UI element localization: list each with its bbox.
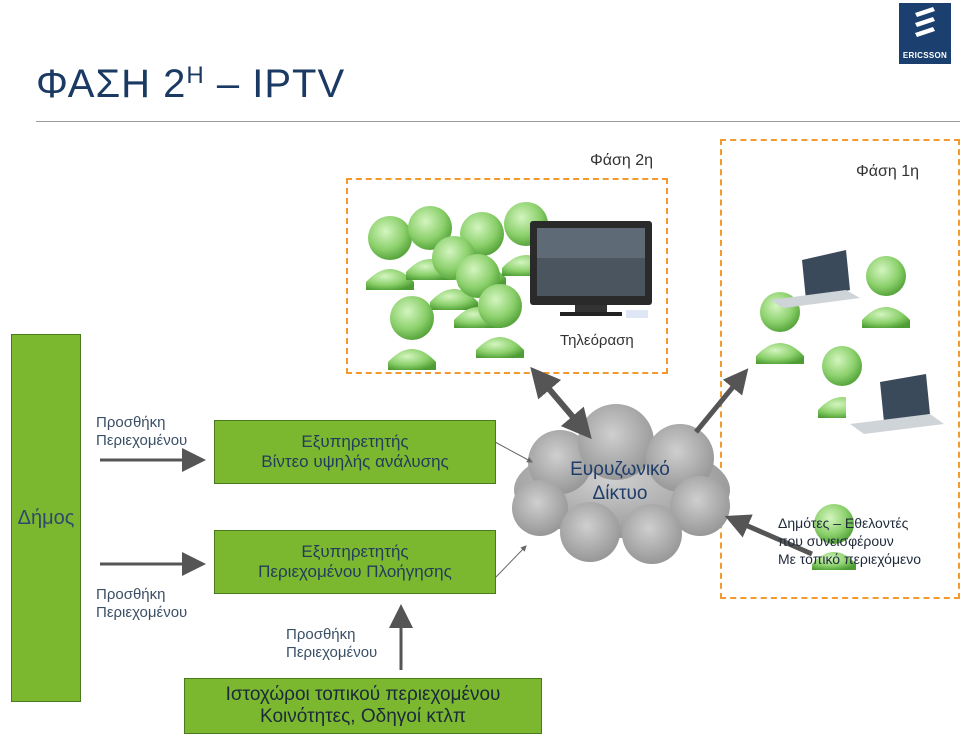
person-icon <box>366 216 414 290</box>
arrow-nav-to-net <box>494 545 527 579</box>
white-patch <box>846 394 872 420</box>
volunteers-text: Δημότες – Εθελοντές που συνεισφέρουν Με … <box>778 515 922 567</box>
phase2-region <box>346 178 668 374</box>
person-icon <box>388 296 436 370</box>
video-server-box: Εξυπηρετητής Βίντεο υψηλής ανάλυσης <box>214 420 496 484</box>
people-group-phase2 <box>366 202 550 370</box>
phase1-region <box>720 139 960 599</box>
arrow-volunteers-net <box>724 514 813 557</box>
municipality-label: Δήμος <box>17 506 75 529</box>
phase1-label: Φάση 1η <box>856 163 920 180</box>
arrow-video-to-net <box>494 441 533 463</box>
content-add-top: Προσθήκη Περιεχομένου <box>96 414 188 449</box>
content-add-bottom: Προσθήκη Περιεχομένου <box>96 586 188 621</box>
arrow-tv-net <box>530 366 592 440</box>
network-label: Ευρυζωνικό Δίκτυο <box>570 459 670 504</box>
arrow-net-phase1 <box>694 368 749 434</box>
ericsson-logo-icon <box>915 7 935 37</box>
television-icon <box>530 221 652 318</box>
local-sites-box: Ιστοχώροι τοπικού περιεχομένου Κοινότητε… <box>184 678 542 734</box>
phase2-label: Φάση 2η <box>590 152 654 169</box>
ericsson-logo: ERICSSON <box>899 3 951 64</box>
title-divider <box>36 121 960 122</box>
laptop-icon <box>770 250 860 308</box>
person-icon <box>476 284 524 358</box>
broadband-cloud <box>512 404 730 564</box>
person-icon <box>862 256 910 328</box>
logo-text: ERICSSON <box>902 51 948 60</box>
navigation-server-box: Εξυπηρετητής Περιεχομένου Πλοήγησης <box>214 530 496 594</box>
slide-title: ΦΑΣΗ 2Η – IPTV <box>36 62 346 106</box>
municipality-box: Δήμος <box>11 334 81 702</box>
person-icon <box>812 504 856 570</box>
content-add-sites: Προσθήκη Περιεχομένου <box>286 626 378 661</box>
laptop-icon <box>850 374 944 434</box>
tv-label: Τηλεόραση <box>560 332 634 349</box>
people-group-phase1 <box>756 256 910 570</box>
